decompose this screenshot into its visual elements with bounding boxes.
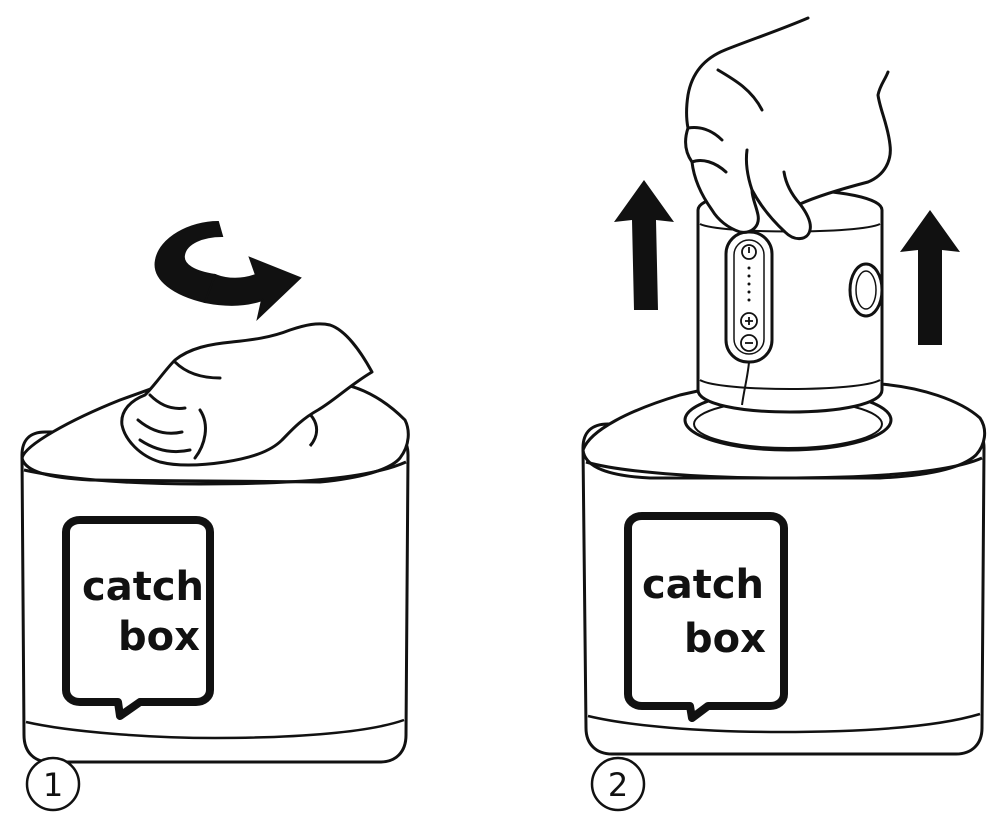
- logo-1: catch box: [62, 516, 214, 720]
- hand-2: [684, 16, 892, 240]
- minus-icon: [740, 334, 758, 352]
- step-1-badge: 1: [25, 756, 81, 812]
- logo-2: catch box: [624, 512, 788, 722]
- up-arrow-icon: [614, 180, 674, 310]
- rotate-arrow-icon: [154, 220, 302, 321]
- led-indicator: [747, 266, 751, 302]
- speech-bubble-1: [62, 516, 214, 720]
- logo-1-line1: catch: [82, 564, 204, 610]
- step-2-number: 2: [608, 766, 628, 804]
- up-arrow-icon-right: [900, 210, 960, 345]
- plus-icon: [740, 312, 758, 330]
- logo-2-line2: box: [684, 616, 766, 662]
- step-2-panel: catch box 2: [581, 16, 987, 812]
- logo-2-line1: catch: [642, 562, 764, 608]
- hand-1: [120, 322, 374, 467]
- step-1-panel: catch box 1: [20, 220, 410, 812]
- power-icon: [741, 244, 757, 260]
- logo-1-line2: box: [118, 614, 200, 660]
- speech-bubble-2: [624, 512, 788, 722]
- step-2-badge: 2: [590, 756, 646, 812]
- step-1-number: 1: [43, 766, 63, 804]
